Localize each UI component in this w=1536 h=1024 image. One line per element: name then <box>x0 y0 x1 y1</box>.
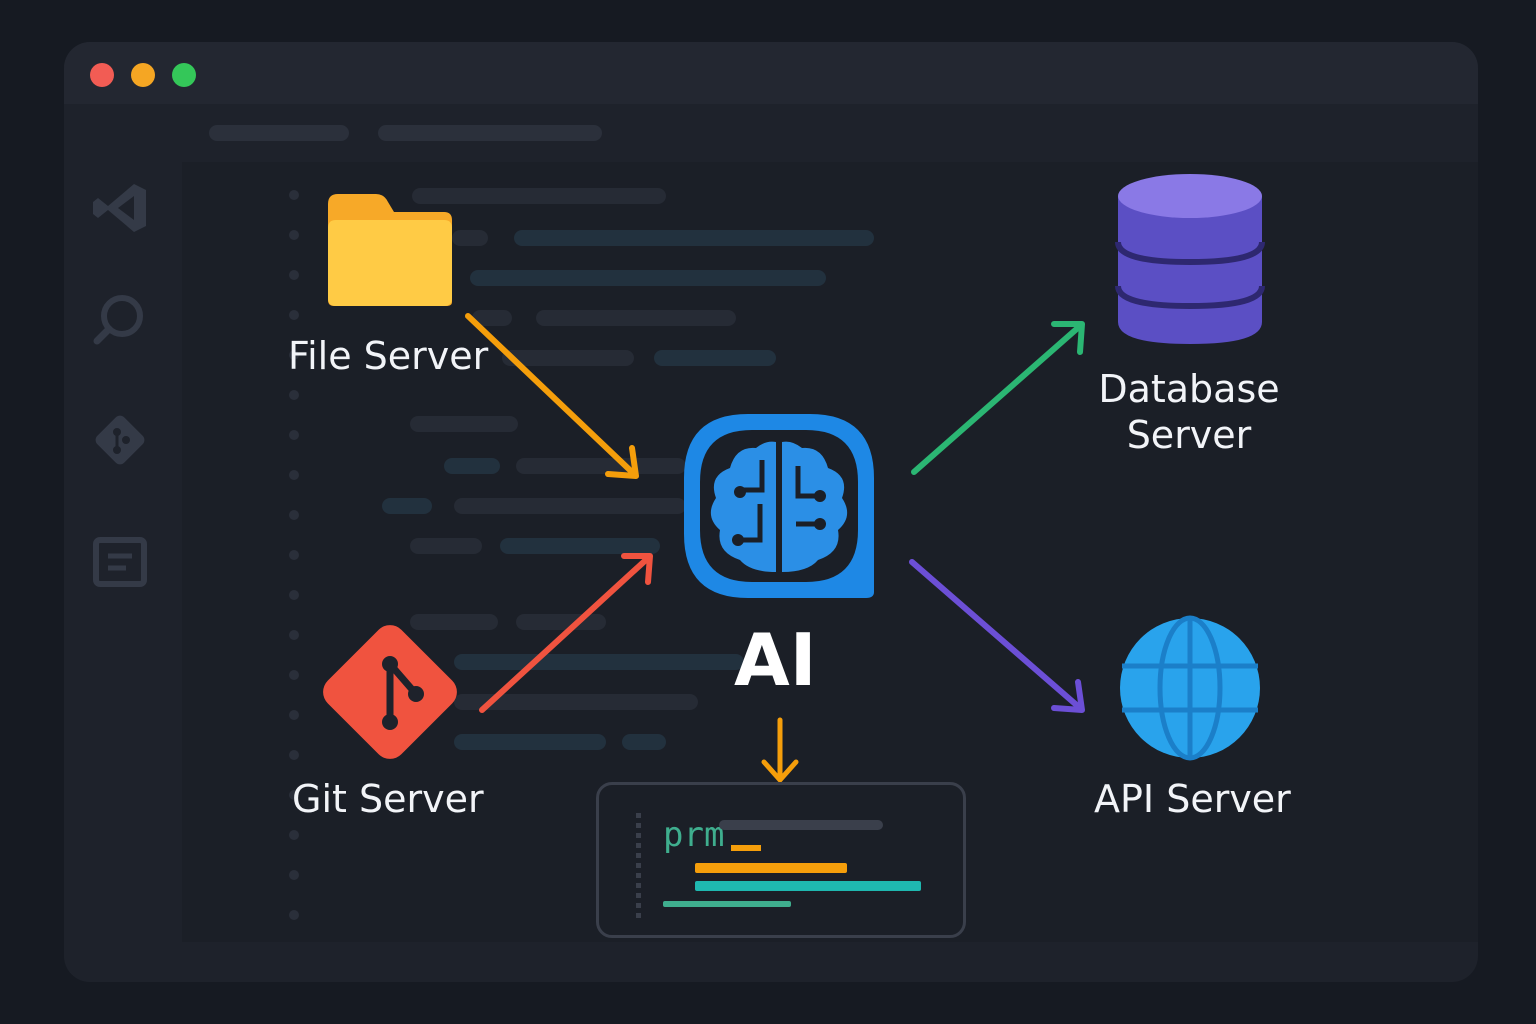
activity-bar <box>64 104 182 982</box>
panel-icon[interactable] <box>90 534 150 590</box>
gutter-marker <box>289 470 299 480</box>
gutter-marker <box>289 350 299 360</box>
terminal-panel[interactable]: prm <box>596 782 966 938</box>
gutter-marker <box>289 510 299 520</box>
minimize-window-button[interactable] <box>131 63 155 87</box>
vscode-logo-icon[interactable] <box>90 180 150 236</box>
code-line <box>536 310 736 326</box>
gutter-marker <box>289 670 299 680</box>
title-bar <box>64 42 1478 104</box>
gutter-marker <box>289 270 299 280</box>
terminal-gutter <box>636 813 641 918</box>
database-server-label-line1: Database <box>1098 367 1280 411</box>
ai-label: AI <box>734 618 817 702</box>
gutter-marker <box>289 910 299 920</box>
gutter-marker <box>289 630 299 640</box>
terminal-prompt: prm <box>663 815 725 855</box>
code-line <box>472 310 512 326</box>
code-line <box>514 230 874 246</box>
database-server-label-line2: Server <box>1126 413 1252 457</box>
arrow-ai-to-database <box>911 321 1085 475</box>
code-line <box>516 458 686 474</box>
git-logo-icon <box>323 625 457 759</box>
terminal-cursor <box>731 845 761 851</box>
gutter-marker <box>289 390 299 400</box>
maximize-window-button[interactable] <box>172 63 196 87</box>
code-line <box>622 734 666 750</box>
code-line <box>410 538 482 554</box>
code-line <box>500 538 660 554</box>
terminal-line <box>695 881 921 891</box>
arrow-git-to-ai <box>479 553 653 713</box>
tab-bar <box>182 104 1478 162</box>
database-icon <box>1115 174 1265 344</box>
code-line <box>410 416 518 432</box>
code-line <box>502 350 634 366</box>
code-line <box>444 458 500 474</box>
folder-icon <box>328 194 452 306</box>
code-line <box>410 614 498 630</box>
code-line <box>454 498 686 514</box>
code-line <box>454 694 698 710</box>
git-icon[interactable] <box>90 410 150 470</box>
file-server-label: File Server <box>288 334 489 378</box>
ai-brain-icon <box>684 414 874 598</box>
code-line <box>452 230 488 246</box>
globe-icon <box>1120 615 1260 761</box>
gutter-marker <box>289 710 299 720</box>
terminal-line <box>719 820 883 830</box>
gutter-marker <box>289 870 299 880</box>
gutter-marker <box>289 430 299 440</box>
code-line <box>654 350 776 366</box>
code-line <box>454 734 606 750</box>
gutter-marker <box>289 830 299 840</box>
code-line <box>412 188 666 204</box>
gutter-marker <box>289 310 299 320</box>
api-server-label: API Server <box>1094 777 1291 821</box>
close-window-button[interactable] <box>90 63 114 87</box>
terminal-line <box>695 863 847 873</box>
search-icon[interactable] <box>90 290 150 350</box>
gutter-marker <box>289 590 299 600</box>
arrow-file-to-ai <box>465 313 639 479</box>
gutter-marker <box>289 790 299 800</box>
gutter-marker <box>289 750 299 760</box>
code-line <box>382 498 432 514</box>
tab-placeholder[interactable] <box>378 125 602 141</box>
arrow-ai-to-terminal <box>761 717 799 783</box>
git-server-label: Git Server <box>292 777 484 821</box>
tab-placeholder[interactable] <box>209 125 349 141</box>
gutter-marker <box>289 230 299 240</box>
arrow-ai-to-api <box>909 559 1085 713</box>
terminal-line <box>663 901 791 907</box>
code-line <box>470 270 826 286</box>
gutter-marker <box>289 550 299 560</box>
gutter-marker <box>289 190 299 200</box>
